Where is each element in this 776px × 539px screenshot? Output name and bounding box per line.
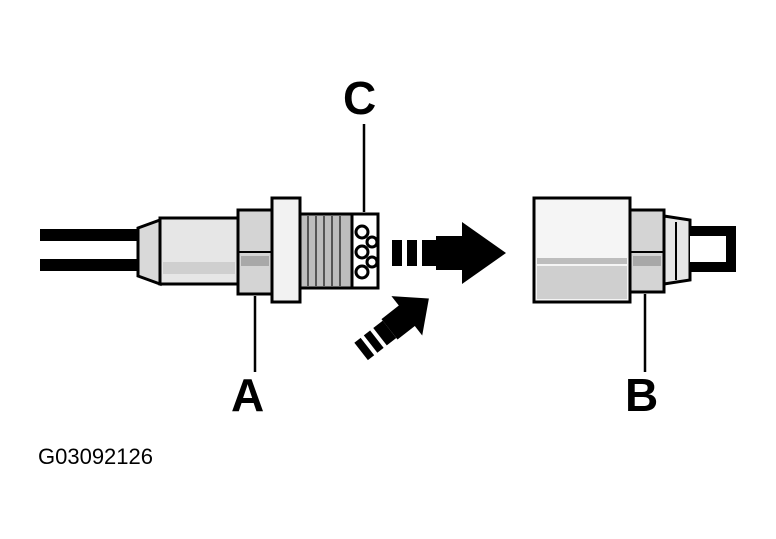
locking-tabs-c — [350, 212, 380, 290]
callout-c: C — [343, 72, 377, 124]
sensor-body-tube — [158, 216, 240, 286]
threaded-section — [298, 212, 354, 290]
right-connector-b — [532, 196, 736, 304]
hex-nut-a — [236, 208, 274, 296]
cable-boot — [136, 217, 162, 287]
figure-id: G03092126 — [38, 444, 153, 469]
flange-washer — [270, 196, 302, 304]
press-direction-arrow — [354, 296, 429, 361]
left-cable — [40, 229, 138, 271]
callout-a: A — [231, 369, 265, 421]
callout-b: B — [625, 369, 659, 421]
leader-lines — [253, 124, 647, 372]
pull-direction-arrow — [392, 222, 506, 284]
